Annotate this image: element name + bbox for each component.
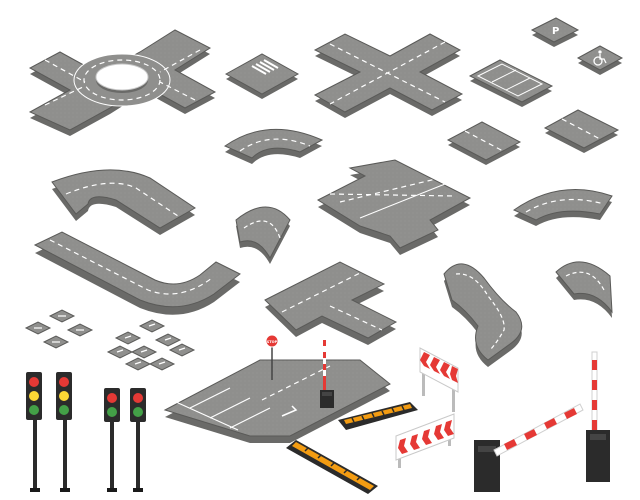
- traffic-light: [130, 388, 146, 492]
- traffic-light: [26, 372, 42, 492]
- boom-barrier-small: [320, 340, 334, 408]
- parking-letter: P: [552, 26, 559, 37]
- wide-intersection: [316, 159, 472, 255]
- traffic-light: [104, 388, 120, 492]
- parking-sign-tile: P: [530, 17, 580, 47]
- crossroad: [313, 33, 464, 118]
- direction-arrow-tiles-b: [106, 319, 196, 371]
- wheelchair-icon: [593, 50, 607, 66]
- s-curve-road: [443, 263, 523, 367]
- t-junction: [264, 261, 398, 345]
- stop-sign: [265, 334, 279, 348]
- straight-tile-b: [543, 109, 620, 153]
- chevron-barrier: [419, 347, 459, 412]
- roundabout: [28, 29, 217, 136]
- traffic-lights: [26, 372, 146, 492]
- chevron-barriers: [395, 347, 459, 468]
- boom-barrier-large: [474, 351, 610, 492]
- disabled-parking-tile: [576, 45, 624, 75]
- chevron-barrier: [395, 413, 455, 468]
- straight-tile-a: [446, 121, 522, 165]
- curve-right-arc: [512, 189, 613, 226]
- speed-bumps: [286, 402, 418, 494]
- crosswalk-tile: [224, 53, 300, 99]
- stop-sign-label: STOP: [267, 340, 278, 344]
- parking-lot-tile: [468, 59, 554, 107]
- parking-area: STOP: [163, 334, 391, 443]
- u-curve-road: [33, 231, 241, 315]
- curve-quarter-right: [555, 261, 613, 318]
- curve-road-left: [51, 169, 196, 235]
- curve-small-top: [223, 128, 324, 164]
- curve-quarter-small: [235, 206, 291, 264]
- traffic-light: [56, 372, 72, 492]
- direction-arrow-tiles-a: [24, 309, 94, 349]
